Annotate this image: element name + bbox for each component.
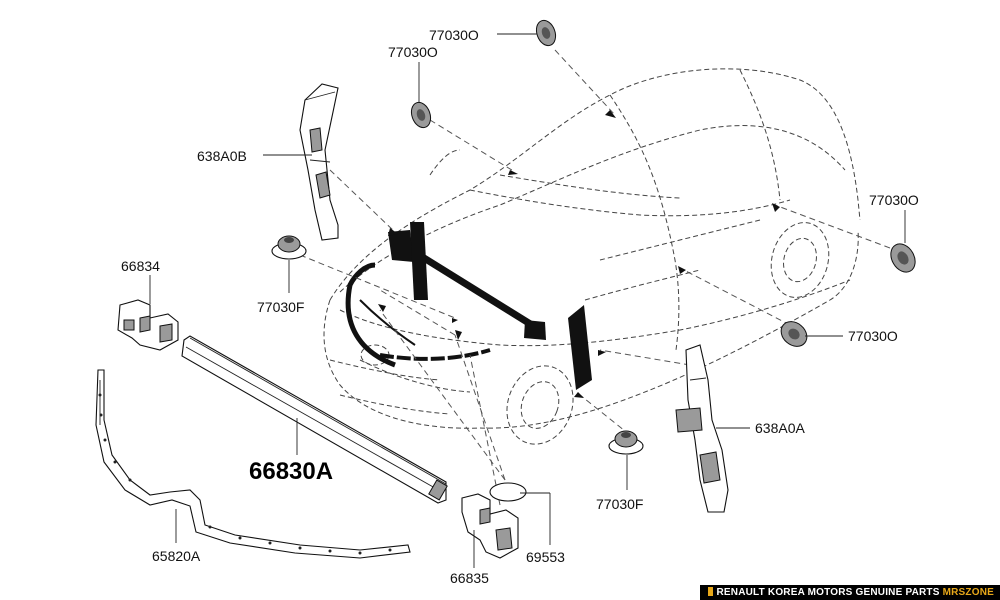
footer-mark-icon: [707, 587, 713, 596]
grommet-roof-rear: [410, 101, 432, 129]
label-upper-seal-left: 638A0B: [197, 148, 247, 164]
label-bracket-left: 66834: [121, 258, 160, 274]
label-cowl-seal: 66830A: [249, 458, 333, 485]
footer-brand: MRSZONE: [942, 587, 994, 598]
label-upper-seal-right: 638A0A: [755, 420, 805, 436]
grommet-side-lower: [780, 321, 808, 347]
plug-part: [489, 482, 527, 502]
assembly-lines: [299, 49, 891, 506]
grommet-front-f: [271, 235, 307, 260]
label-plug: 69553: [526, 549, 565, 565]
bracket-right-part: [461, 493, 519, 559]
grommet-roof-front: [535, 19, 557, 47]
lower-seal-part: [95, 369, 411, 559]
footer-text: RENAULT KOREA MOTORS GENUINE PARTS: [716, 587, 940, 598]
hood-inner-line: [359, 299, 416, 346]
label-leaders: [149, 33, 906, 568]
hood-edge-seal: [345, 262, 396, 368]
car-outline: [323, 68, 861, 445]
fender-seal-right: [568, 305, 592, 390]
upper-seal-left-part: [299, 83, 339, 241]
grommet-side-upper: [890, 243, 916, 273]
cowl-seal-part: [181, 335, 448, 504]
upper-seal-right-part: [675, 344, 729, 513]
label-front-grommet: 77030F: [257, 299, 304, 315]
cross-strut-left-clip: [388, 230, 414, 262]
bracket-left-part: [117, 299, 179, 351]
label-roof-front-grommet: 77030O: [429, 27, 479, 43]
label-lower-seal: 65820A: [152, 548, 201, 564]
label-side-grommet-upper: 77030O: [869, 192, 919, 208]
cross-strut-right-clip: [524, 320, 546, 340]
label-lower-grommet: 77030F: [596, 496, 643, 512]
hood-front-seal: [379, 348, 491, 361]
label-bracket-right: 66835: [450, 570, 489, 586]
label-side-grommet-lower: 77030O: [848, 328, 898, 344]
footer-banner: RENAULT KOREA MOTORS GENUINE PARTS MRSZO…: [699, 585, 1000, 600]
grommet-lower-f: [608, 430, 644, 455]
cross-strut-vertical-left: [410, 222, 428, 300]
label-roof-rear-grommet: 77030O: [388, 44, 438, 60]
arrowheads: [378, 110, 780, 398]
